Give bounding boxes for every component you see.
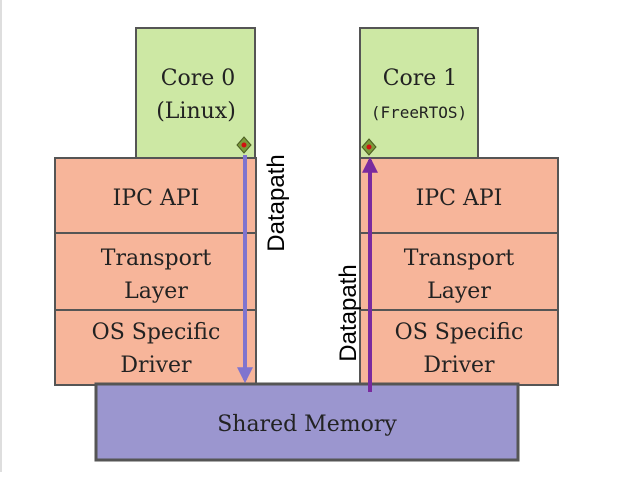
left-datapath-label: Datapath: [263, 154, 290, 251]
left-transport-label-line2: Layer: [124, 279, 188, 304]
core0-os-label: (Linux): [156, 99, 236, 124]
right-transport-label-line2: Layer: [427, 279, 491, 304]
right-driver-label-line1: OS Specific: [395, 320, 524, 345]
right-connector-marker: [361, 138, 377, 156]
left-driver-label-line1: OS Specific: [92, 320, 221, 345]
right-marker-dot: [366, 144, 372, 150]
right-ipc-api-label: IPC API: [416, 186, 503, 211]
left-connector-marker: [236, 136, 252, 154]
left-transport-label-line1: Transport: [101, 246, 212, 271]
left-border: [0, 0, 2, 472]
shared-memory-box: [94, 382, 520, 462]
core1-os-label: (FreeRTOS): [371, 103, 467, 122]
left-ipc-api-label: IPC API: [113, 186, 200, 211]
core0-title: Core 0: [161, 66, 236, 91]
core1-title: Core 1: [383, 66, 458, 91]
core0-box: [135, 27, 256, 160]
right-datapath-label: Datapath: [335, 264, 362, 361]
left-marker-dot: [241, 142, 247, 148]
left-os-driver-box: [54, 309, 257, 386]
core1-box: [359, 27, 479, 160]
shared-memory-label: Shared Memory: [217, 412, 397, 437]
right-transport-label-line1: Transport: [404, 246, 515, 271]
left-transport-layer-box: [54, 232, 257, 311]
right-driver-label-line2: Driver: [423, 353, 495, 378]
left-driver-label-line2: Driver: [120, 353, 192, 378]
